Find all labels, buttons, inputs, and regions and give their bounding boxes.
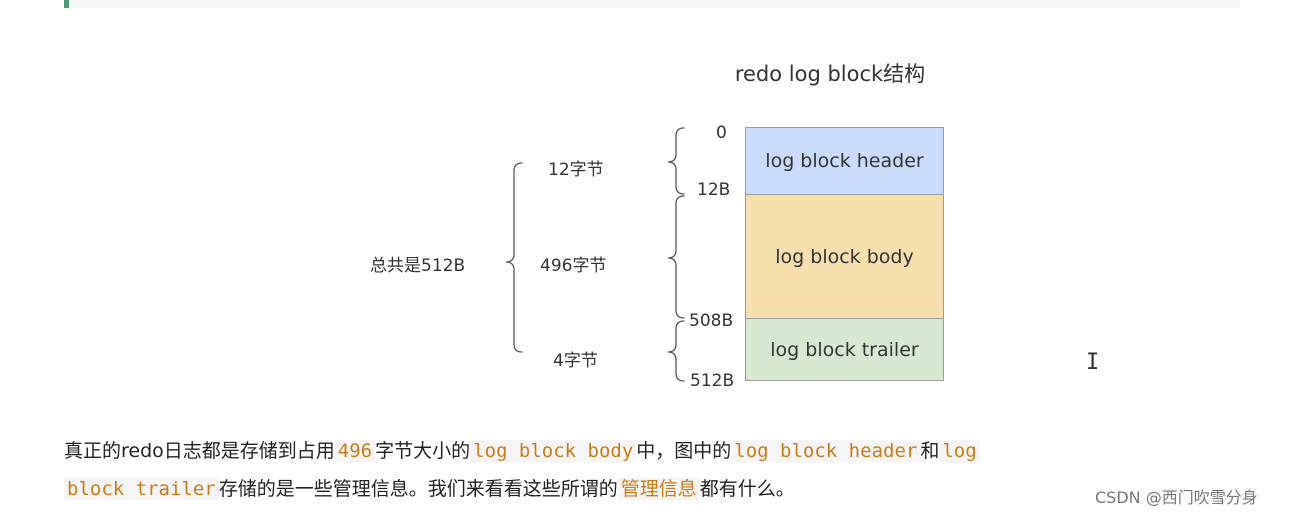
log-block-trailer: log block trailer [745, 319, 944, 381]
text-cursor-icon: I [1086, 350, 1100, 375]
code-log-block-body: log block body [470, 440, 637, 462]
brace-header [667, 127, 685, 195]
code-block-trailer: block trailer [64, 478, 219, 500]
size-label-body: 496字节 [540, 256, 607, 276]
code-log-block-header: log block header [731, 440, 921, 462]
offset-label-508b: 508B [689, 311, 734, 331]
offset-label-12b: 12B [697, 180, 731, 200]
diagram-title: redo log block结构 [734, 62, 926, 86]
csdn-watermark: CSDN @西门吹雪分身 [1095, 488, 1258, 507]
highlight-management-info: 管理信息 [617, 478, 700, 500]
size-label-header: 12字节 [548, 160, 604, 180]
log-block-body: log block body [745, 195, 944, 319]
brace-trailer [667, 320, 685, 382]
brace-total [505, 162, 523, 353]
brace-body [667, 195, 685, 319]
code-496: 496 [334, 440, 376, 462]
offset-label-0: 0 [716, 123, 727, 143]
offset-label-512b: 512B [690, 371, 735, 391]
log-block-header: log block header [745, 127, 944, 195]
total-size-label: 总共是512B [370, 256, 466, 276]
size-label-trailer: 4字节 [553, 351, 598, 371]
code-log: log [939, 440, 980, 462]
quote-bar [64, 0, 1240, 8]
